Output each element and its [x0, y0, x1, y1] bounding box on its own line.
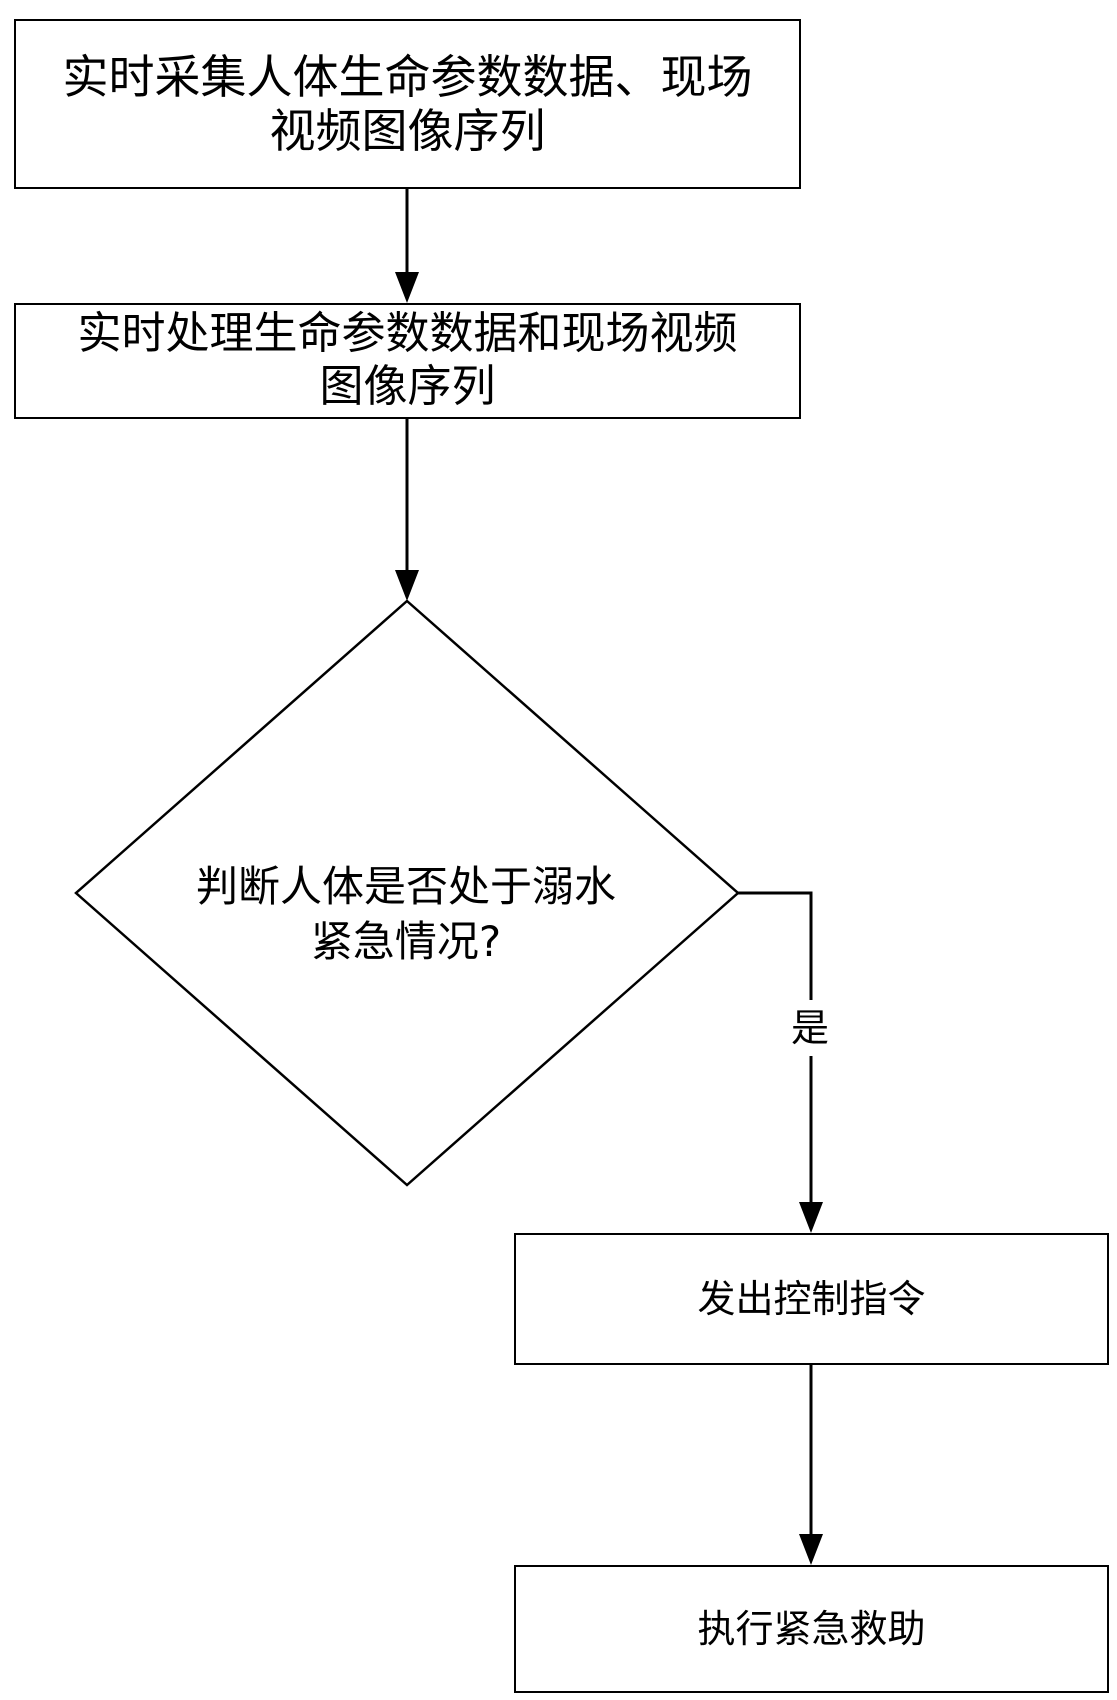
decision-text-container: 判断人体是否处于溺水 紧急情况?: [96, 850, 716, 980]
decision-diamond: [74, 599, 740, 1187]
arrowhead-collect-to-process: [395, 272, 419, 303]
step-rescue-box: 执行紧急救助: [514, 1565, 1109, 1693]
step-collect-text: 实时采集人体生命参数数据、现场 视频图像序列: [62, 49, 753, 158]
edge-yes-label: 是: [780, 1000, 840, 1056]
arrowhead-command-to-rescue: [799, 1534, 823, 1565]
decision-text: 判断人体是否处于溺水 紧急情况?: [195, 862, 616, 966]
arrowhead-process-to-decision: [395, 570, 419, 601]
arrow-decision-to-command: [738, 891, 813, 1216]
step-command-text: 发出控制指令: [697, 1276, 926, 1321]
arrowhead-decision-to-command: [799, 1202, 823, 1233]
step-process-text: 实时处理生命参数数据和现场视频 图像序列: [77, 308, 738, 412]
step-command-box: 发出控制指令: [514, 1233, 1109, 1365]
step-collect-box: 实时采集人体生命参数数据、现场 视频图像序列: [14, 19, 801, 189]
step-rescue-text: 执行紧急救助: [697, 1606, 926, 1651]
step-process-box: 实时处理生命参数数据和现场视频 图像序列: [14, 303, 801, 419]
